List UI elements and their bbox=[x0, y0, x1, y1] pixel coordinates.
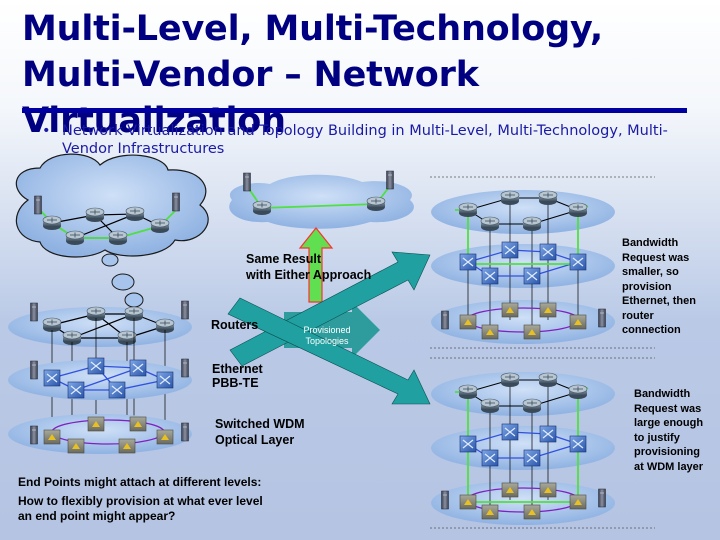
note-bottom-line: provisioning bbox=[634, 446, 700, 458]
wdm-line2: Optical Layer bbox=[215, 433, 295, 447]
note-bottom: Bandwidth Request was large enough to ju… bbox=[634, 387, 703, 474]
question-line2: an end point might appear? bbox=[18, 509, 176, 523]
note-bottom-line: to justify bbox=[634, 431, 680, 444]
question-text: How to flexibly provision at what ever l… bbox=[18, 494, 263, 524]
ethernet-line2: PBB-TE bbox=[212, 376, 259, 390]
provisioned-line2: Topologies bbox=[305, 336, 349, 346]
same-result-line1: Same Result bbox=[246, 252, 322, 266]
same-result-line2: with Either Approach bbox=[246, 268, 372, 282]
virtual-topology-thought-cloud bbox=[15, 153, 209, 308]
note-bottom-line: Request was bbox=[634, 402, 702, 415]
same-result-label: Same Result with Either Approach bbox=[246, 251, 371, 283]
note-top: Bandwidth Request was smaller, so provis… bbox=[622, 236, 696, 338]
note-top-line: Ethernet, then bbox=[622, 295, 696, 307]
provisioned-topologies-label: Provisioned Topologies bbox=[296, 325, 358, 347]
note-top-line: smaller, so bbox=[622, 266, 679, 278]
note-top-line: connection bbox=[622, 324, 681, 336]
note-bottom-line: at WDM layer bbox=[634, 460, 704, 473]
endpoints-text: End Points might attach at different lev… bbox=[18, 475, 262, 489]
wdm-layer bbox=[8, 414, 192, 454]
question-line1: How to flexibly provision at what ever l… bbox=[18, 494, 263, 508]
title-rule bbox=[22, 108, 687, 113]
wdm-line1: Switched WDM bbox=[215, 417, 305, 431]
ethernet-label: Ethernet PBB-TE bbox=[212, 362, 263, 390]
note-top-line: router bbox=[622, 309, 654, 322]
right-top-stack bbox=[430, 176, 655, 349]
bullet-marker: • bbox=[42, 123, 51, 139]
wdm-label: Switched WDM Optical Layer bbox=[215, 416, 305, 448]
bullet-text: Network Virtualization and Topology Buil… bbox=[62, 123, 668, 157]
ethernet-layer bbox=[8, 357, 192, 400]
router-layer bbox=[8, 300, 192, 347]
provisioned-line1: Provisioned bbox=[303, 325, 351, 335]
note-bottom-line: large enough bbox=[634, 417, 704, 429]
routers-label: Routers bbox=[211, 318, 259, 332]
right-bottom-stack bbox=[430, 357, 655, 529]
note-bottom-line: Bandwidth bbox=[634, 388, 691, 400]
slide-title: Multi-Level, Multi-Technology, Multi-Ven… bbox=[22, 9, 604, 141]
provisioned-arrows bbox=[227, 251, 431, 405]
ethernet-line1: Ethernet bbox=[212, 362, 263, 376]
result-cloud bbox=[229, 170, 414, 229]
up-arrow bbox=[298, 227, 334, 303]
note-top-line: Request was bbox=[622, 251, 690, 264]
note-top-line: Bandwidth bbox=[622, 237, 679, 249]
note-top-line: provision bbox=[622, 280, 672, 293]
bullet-point: • Network Virtualization and Topology Bu… bbox=[42, 122, 682, 158]
